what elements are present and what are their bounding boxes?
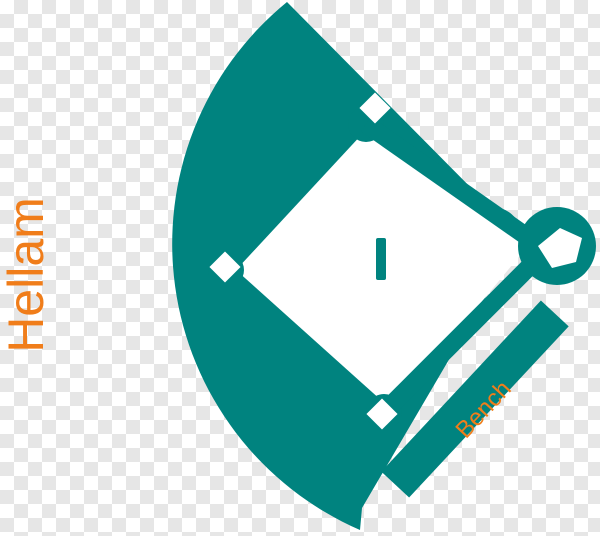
team-name-label: Hellam <box>0 197 54 353</box>
third-base <box>209 251 241 283</box>
first-base <box>366 398 398 430</box>
second-base-line <box>360 116 552 258</box>
pitchers-rubber <box>376 238 386 280</box>
second-base <box>359 92 391 124</box>
bench <box>381 300 569 498</box>
first-base-line <box>377 243 553 419</box>
home-plate <box>538 228 582 268</box>
